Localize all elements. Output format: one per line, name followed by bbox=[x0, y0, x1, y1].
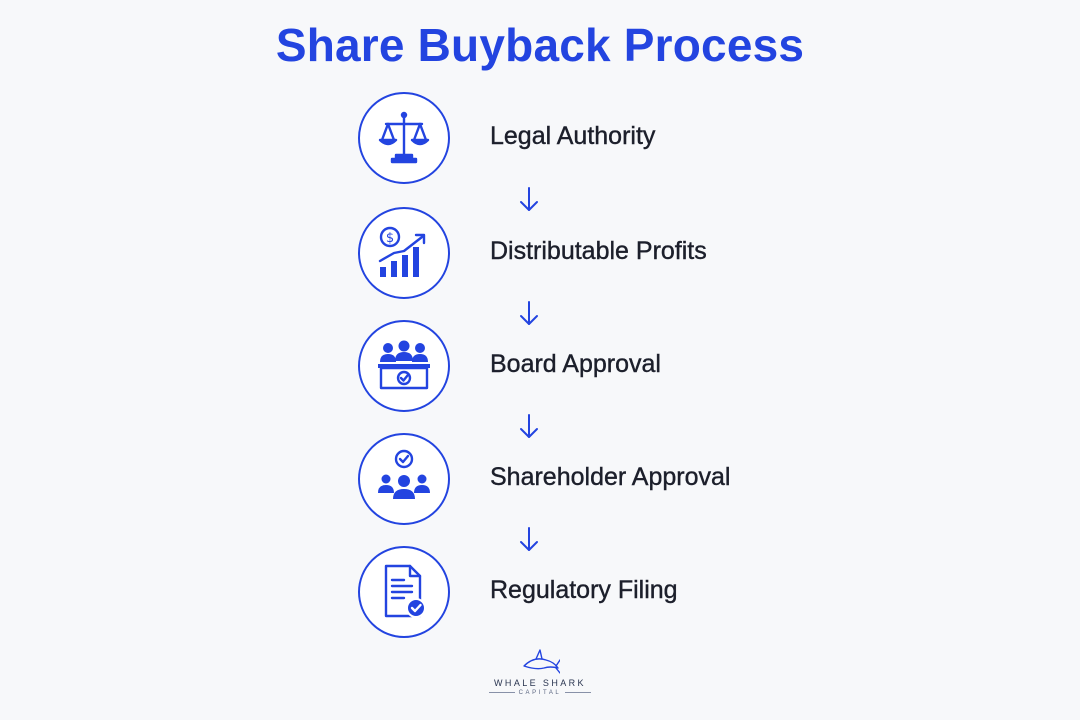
board-meeting-check-icon bbox=[378, 340, 430, 390]
step-icon-circle bbox=[358, 320, 450, 412]
arrow-down-icon bbox=[520, 187, 538, 211]
step-legal-authority: Legal Authority bbox=[358, 92, 858, 188]
rising-profit-chart-icon: $ bbox=[378, 226, 426, 277]
arrow-down-icon bbox=[520, 414, 538, 438]
step-regulatory-filing: Regulatory Filing bbox=[358, 546, 858, 642]
shareholder-group-check-icon bbox=[378, 449, 430, 499]
company-logo: WHALE SHARK CAPITAL bbox=[480, 646, 600, 710]
logo-rule-right bbox=[565, 691, 592, 693]
step-label: Shareholder Approval bbox=[490, 463, 731, 491]
svg-text:$: $ bbox=[386, 231, 394, 246]
arrow-down-icon bbox=[520, 301, 538, 325]
logo-rule-left bbox=[488, 691, 515, 693]
whale-shark-logo-icon bbox=[523, 649, 560, 674]
logo-name: WHALE SHARK bbox=[494, 678, 586, 688]
step-icon-circle bbox=[358, 546, 450, 638]
step-label: Distributable Profits bbox=[490, 237, 707, 265]
step-icon-circle bbox=[358, 433, 450, 525]
logo-subtitle-row: CAPITAL bbox=[480, 690, 600, 696]
scales-of-justice-icon bbox=[378, 111, 430, 164]
step-icon-circle bbox=[358, 92, 450, 184]
step-shareholder-approval: Shareholder Approval bbox=[358, 433, 858, 529]
page-title: Share Buyback Process bbox=[275, 19, 805, 71]
step-label: Legal Authority bbox=[490, 122, 656, 150]
step-icon-circle: $ bbox=[358, 207, 450, 299]
logo-subtitle: CAPITAL bbox=[518, 690, 562, 696]
document-check-icon bbox=[384, 564, 426, 618]
arrow-down-icon bbox=[520, 527, 538, 551]
step-label: Regulatory Filing bbox=[490, 576, 678, 604]
step-board-approval: Board Approval bbox=[358, 320, 858, 416]
step-distributable-profits: $ Distributable Profits bbox=[358, 207, 858, 303]
step-label: Board Approval bbox=[490, 350, 661, 378]
